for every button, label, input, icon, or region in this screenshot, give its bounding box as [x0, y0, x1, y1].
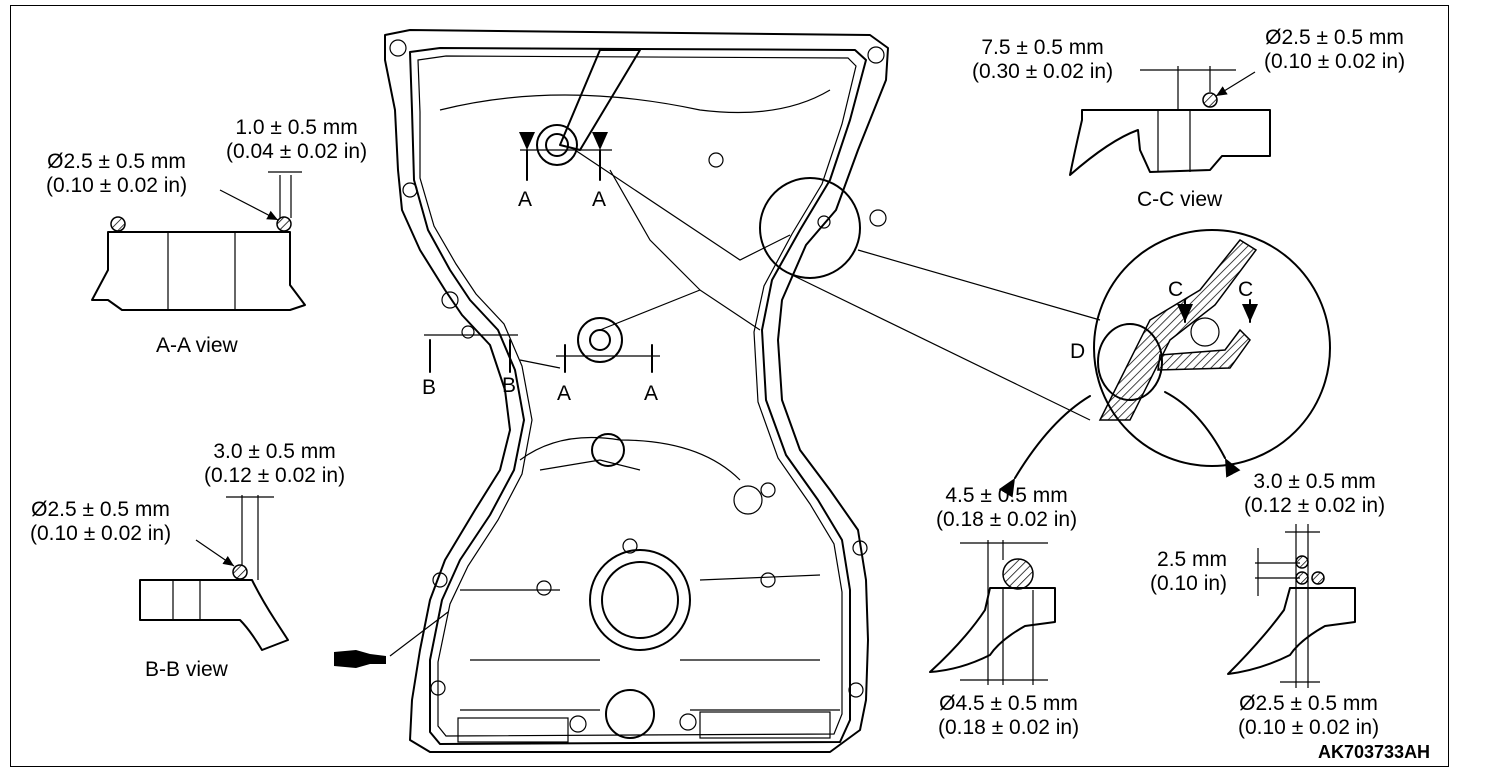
section-letter-b-2: B — [502, 374, 517, 397]
figure-code: AK703733AH — [1318, 742, 1431, 762]
section-letter-a-1: A — [518, 188, 533, 211]
aa-dia-mm: Ø2.5 ± 0.5 mm — [47, 150, 186, 173]
diagram-frame — [10, 5, 1449, 767]
d-right-top-in: (0.12 ± 0.02 in) — [1244, 494, 1386, 517]
bb-gap-mm: 3.0 ± 0.5 mm — [213, 440, 336, 463]
bb-gap-dim: 3.0 ± 0.5 mm (0.12 ± 0.02 in) — [204, 440, 345, 488]
bb-gap-in: (0.12 ± 0.02 in) — [204, 464, 346, 487]
section-letter-a-4: A — [644, 382, 659, 405]
cc-view-drawing — [1069, 66, 1271, 176]
aa-dia-dim: Ø2.5 ± 0.5 mm (0.10 ± 0.02 in) — [46, 150, 187, 198]
aa-gap-dim: 1.0 ± 0.5 mm (0.04 ± 0.02 in) — [226, 116, 367, 164]
d-left-top-dim: 4.5 ± 0.5 mm (0.18 ± 0.02 in) — [936, 484, 1077, 532]
bb-view-drawing — [139, 495, 289, 651]
d-right-mid-dim: 2.5 mm (0.10 in) — [1150, 548, 1227, 596]
cc-gap-in: (0.30 ± 0.02 in) — [972, 60, 1114, 83]
section-letter-c-1: C — [1168, 278, 1184, 301]
d-left-bottom-dim: Ø4.5 ± 0.5 mm (0.18 ± 0.02 in) — [938, 692, 1079, 740]
d-right-mid-mm: 2.5 mm — [1157, 548, 1228, 571]
detail-circle-drawing — [759, 177, 1331, 498]
aa-dia-in: (0.10 ± 0.02 in) — [46, 174, 188, 197]
cc-dia-mm: Ø2.5 ± 0.5 mm — [1265, 26, 1404, 49]
bb-dia-mm: Ø2.5 ± 0.5 mm — [31, 498, 170, 521]
sealant-tube-icon — [334, 611, 449, 668]
d-left-top-in: (0.18 ± 0.02 in) — [936, 508, 1078, 531]
section-lines — [424, 132, 660, 373]
d-right-detail-drawing — [1227, 524, 1356, 688]
section-letter-a-3: A — [557, 382, 572, 405]
cc-view-label: C-C view — [1137, 188, 1223, 211]
aa-view-drawing — [91, 171, 306, 311]
d-right-mid-in: (0.10 in) — [1150, 572, 1228, 595]
section-letter-b-1: B — [422, 376, 437, 399]
d-right-bottom-dim: Ø2.5 ± 0.5 mm (0.10 ± 0.02 in) — [1238, 692, 1379, 740]
aa-gap-mm: 1.0 ± 0.5 mm — [235, 116, 358, 139]
aa-view-label: A-A view — [156, 334, 238, 357]
section-letter-a-2: A — [592, 188, 607, 211]
cc-gap-dim: 7.5 ± 0.5 mm (0.30 ± 0.02 in) — [972, 36, 1113, 84]
cc-dia-dim: Ø2.5 ± 0.5 mm (0.10 ± 0.02 in) — [1264, 26, 1405, 74]
bb-dia-dim: Ø2.5 ± 0.5 mm (0.10 ± 0.02 in) — [30, 498, 171, 546]
d-right-top-dim: 3.0 ± 0.5 mm (0.12 ± 0.02 in) — [1244, 470, 1385, 518]
bb-view-label: B-B view — [145, 658, 228, 681]
d-left-bottom-in: (0.18 ± 0.02 in) — [938, 716, 1080, 739]
d-right-top-mm: 3.0 ± 0.5 mm — [1253, 470, 1376, 493]
cc-dia-in: (0.10 ± 0.02 in) — [1264, 50, 1406, 73]
d-left-top-mm: 4.5 ± 0.5 mm — [945, 484, 1068, 507]
d-left-detail-drawing — [929, 540, 1056, 685]
aa-gap-in: (0.04 ± 0.02 in) — [226, 140, 368, 163]
d-right-bottom-mm: Ø2.5 ± 0.5 mm — [1239, 692, 1378, 715]
d-right-bottom-in: (0.10 ± 0.02 in) — [1238, 716, 1380, 739]
section-letter-d: D — [1070, 340, 1086, 363]
section-letter-c-2: C — [1238, 278, 1254, 301]
timing-cover-outline — [384, 29, 889, 753]
cc-gap-mm: 7.5 ± 0.5 mm — [981, 36, 1104, 59]
d-left-bottom-mm: Ø4.5 ± 0.5 mm — [939, 692, 1078, 715]
bb-dia-in: (0.10 ± 0.02 in) — [30, 522, 172, 545]
